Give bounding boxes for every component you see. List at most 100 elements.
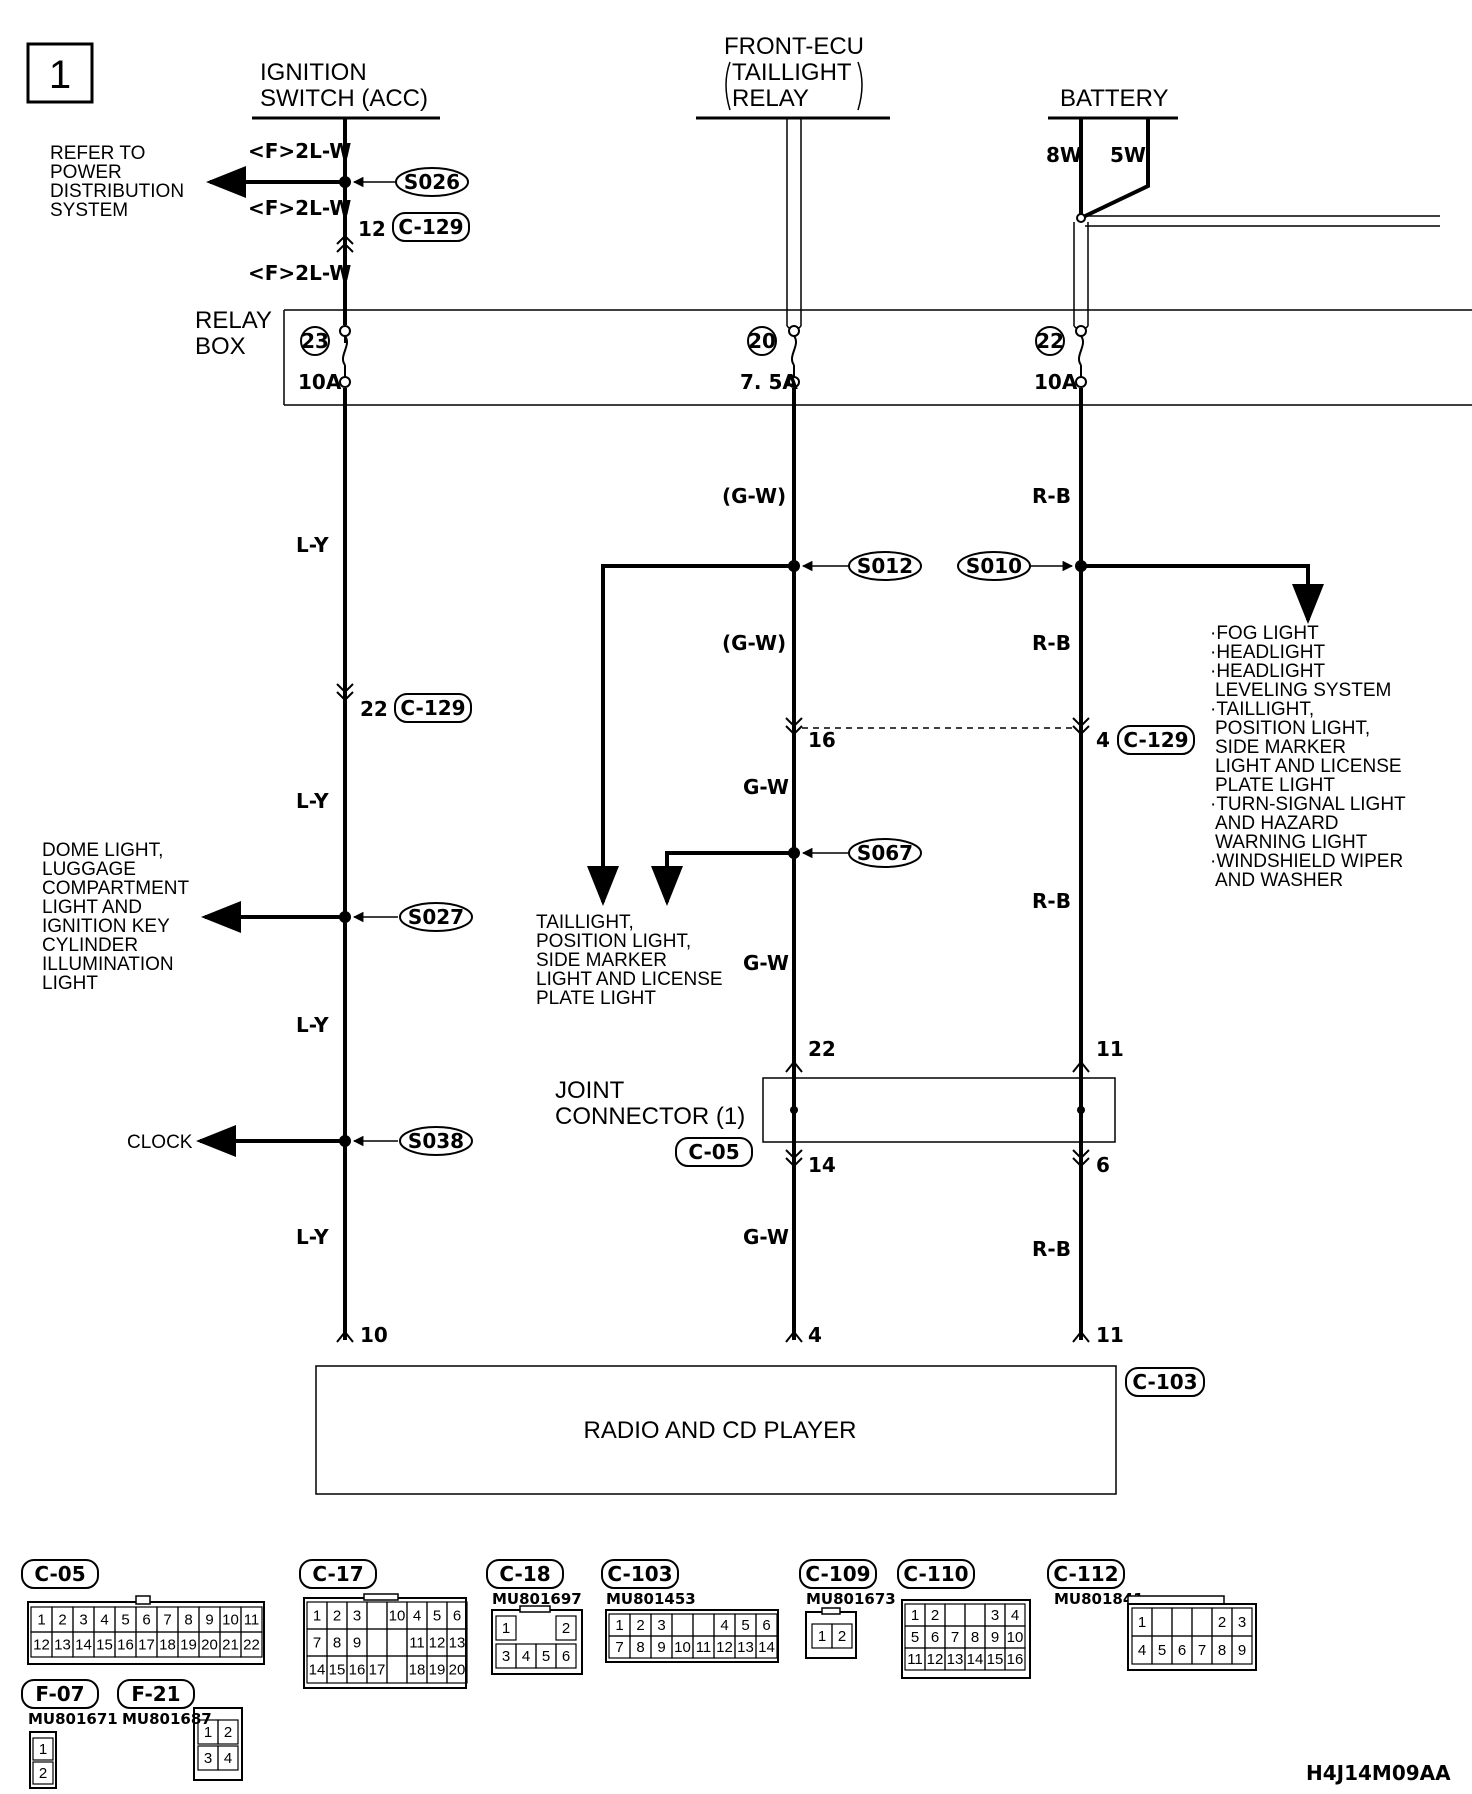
connector-pin-label: 18 bbox=[159, 1637, 176, 1654]
connector-pin-label: 2 bbox=[333, 1608, 341, 1625]
connector-pin-label: 7 bbox=[615, 1639, 623, 1656]
connector-pin-label: 6 bbox=[931, 1629, 939, 1646]
connector-pin-label: 7 bbox=[1198, 1642, 1206, 1659]
svg-text:S010: S010 bbox=[966, 554, 1022, 578]
connector-pin-label: 1 bbox=[1138, 1614, 1146, 1631]
svg-text:·FOG LIGHT: ·FOG LIGHT bbox=[1210, 623, 1319, 644]
front-ecu-twin-wire bbox=[786, 118, 802, 331]
svg-text:F-07: F-07 bbox=[35, 1682, 84, 1706]
connector-pin-cell bbox=[692, 1613, 715, 1637]
connector-pin-label: 4 bbox=[720, 1617, 728, 1634]
wire-label-gw-paren: (G-W) bbox=[722, 484, 786, 508]
connector-pin-label: 3 bbox=[657, 1617, 665, 1634]
svg-text:12: 12 bbox=[358, 217, 386, 241]
svg-text:C-103: C-103 bbox=[607, 1562, 672, 1586]
svg-text:POSITION LIGHT,: POSITION LIGHT, bbox=[536, 931, 691, 952]
connector-pin-label: 2 bbox=[58, 1612, 66, 1629]
splice-s027: S027 bbox=[201, 901, 473, 933]
connector-pin-label: 13 bbox=[947, 1651, 964, 1668]
svg-text:MU801697: MU801697 bbox=[492, 1590, 582, 1608]
connector-pin-cell bbox=[1191, 1607, 1213, 1637]
connector-pin-label: 13 bbox=[737, 1639, 754, 1656]
connector-pin-label: 4 bbox=[1011, 1607, 1019, 1624]
connector-view-f07: F-07 MU801671 12 bbox=[21, 1679, 118, 1789]
connector-pin-label: 9 bbox=[1238, 1642, 1246, 1659]
connector-pin-label: 8 bbox=[1218, 1642, 1226, 1659]
svg-text:MU801841: MU801841 bbox=[1054, 1590, 1144, 1608]
connector-pin-label: 17 bbox=[138, 1637, 155, 1654]
svg-text:7. 5A: 7. 5A bbox=[740, 370, 798, 394]
pin-6: 6 bbox=[1096, 1153, 1110, 1177]
connector-pin-label: 9 bbox=[353, 1635, 361, 1652]
svg-text:·TURN-SIGNAL LIGHT: ·TURN-SIGNAL LIGHT bbox=[1210, 794, 1406, 815]
pin-11: 11 bbox=[1096, 1323, 1124, 1347]
connector-pin-label: 19 bbox=[429, 1662, 446, 1679]
connector-pin-label: 3 bbox=[991, 1607, 999, 1624]
wire-label-gw: G-W bbox=[743, 1225, 789, 1249]
connector-pin-label: 8 bbox=[971, 1629, 979, 1646]
svg-text:S027: S027 bbox=[408, 905, 464, 929]
connector-pin-label: 16 bbox=[1007, 1651, 1024, 1668]
connector-pin-label: 1 bbox=[313, 1608, 321, 1625]
svg-text:C-129: C-129 bbox=[1123, 728, 1188, 752]
connector-pin-label: 18 bbox=[409, 1662, 426, 1679]
splice-s067: S067 bbox=[651, 838, 922, 906]
connector-pin-cell bbox=[755, 1635, 778, 1659]
svg-text:LIGHT AND LICENSE: LIGHT AND LICENSE bbox=[536, 969, 723, 990]
wire-label-ly: L-Y bbox=[296, 1013, 329, 1037]
connector-pin-label: 3 bbox=[204, 1750, 212, 1767]
connector-pin-label: 12 bbox=[716, 1639, 733, 1656]
connector-pin-label: 10 bbox=[1007, 1629, 1024, 1646]
svg-text:C-18: C-18 bbox=[499, 1562, 550, 1586]
wire-label-f2lw: <F>2L-W bbox=[248, 196, 351, 220]
page-number: 1 bbox=[26, 42, 94, 104]
connector-pin-label: 2 bbox=[224, 1724, 232, 1741]
battery-feed bbox=[1073, 118, 1440, 331]
svg-text:C-129: C-129 bbox=[400, 696, 465, 720]
ly-wire bbox=[336, 388, 354, 1343]
svg-text:BOX: BOX bbox=[195, 333, 246, 360]
svg-text:SYSTEM: SYSTEM bbox=[50, 200, 128, 221]
svg-text:MU801671: MU801671 bbox=[28, 1710, 118, 1728]
connector-pin-label: 12 bbox=[429, 1635, 446, 1652]
svg-text:MU801453: MU801453 bbox=[606, 1590, 696, 1608]
diagram-code: H4J14M09AA bbox=[1306, 1761, 1451, 1785]
connector-c129-pin4: 4 C-129 bbox=[1096, 725, 1195, 755]
svg-text:23: 23 bbox=[301, 329, 329, 353]
connector-pin-label: 10 bbox=[389, 1608, 406, 1625]
svg-text:C-110: C-110 bbox=[903, 1562, 968, 1586]
svg-text:10A: 10A bbox=[298, 370, 342, 394]
splice-s012: S012 bbox=[587, 551, 922, 906]
pin-4: 4 bbox=[808, 1323, 822, 1347]
connector-pin-cell bbox=[495, 1615, 517, 1641]
connector-pin-label: 13 bbox=[54, 1637, 71, 1654]
ignition-feed-wire bbox=[206, 118, 395, 343]
connector-pin-label: 7 bbox=[951, 1629, 959, 1646]
connector-c129-pin12: 12 C-129 bbox=[336, 212, 470, 253]
joint-connector: JOINT CONNECTOR (1) C-05 bbox=[555, 1077, 1116, 1167]
connector-pin-label: 3 bbox=[353, 1608, 361, 1625]
connector-pin-label: 1 bbox=[818, 1628, 826, 1645]
pin-14: 14 bbox=[808, 1153, 836, 1177]
svg-text:COMPARTMENT: COMPARTMENT bbox=[42, 878, 189, 899]
pin-16: 16 bbox=[808, 728, 836, 752]
svg-text:LEVELING SYSTEM: LEVELING SYSTEM bbox=[1215, 680, 1391, 701]
connector-pin-label: 8 bbox=[636, 1639, 644, 1656]
connector-pin-label: 4 bbox=[224, 1750, 232, 1767]
connector-pin-label: 9 bbox=[657, 1639, 665, 1656]
connector-pin-cell bbox=[32, 1737, 54, 1761]
connector-pin-cell bbox=[964, 1603, 986, 1627]
wire-label-rb: R-B bbox=[1032, 631, 1071, 655]
connector-pin-label: 13 bbox=[449, 1635, 466, 1652]
rb-wire bbox=[802, 388, 1090, 1343]
connector-pin-label: 11 bbox=[409, 1635, 425, 1652]
svg-text:IGNITION: IGNITION bbox=[260, 59, 367, 86]
svg-text:LIGHT: LIGHT bbox=[42, 973, 98, 994]
svg-text:SWITCH (ACC): SWITCH (ACC) bbox=[260, 85, 428, 112]
svg-text:MU801687: MU801687 bbox=[122, 1710, 212, 1728]
connector-pin-label: 6 bbox=[762, 1617, 770, 1634]
connector-pin-label: 6 bbox=[453, 1608, 461, 1625]
connector-pin-label: 3 bbox=[1238, 1614, 1246, 1631]
connector-pin-cell bbox=[217, 1745, 239, 1771]
